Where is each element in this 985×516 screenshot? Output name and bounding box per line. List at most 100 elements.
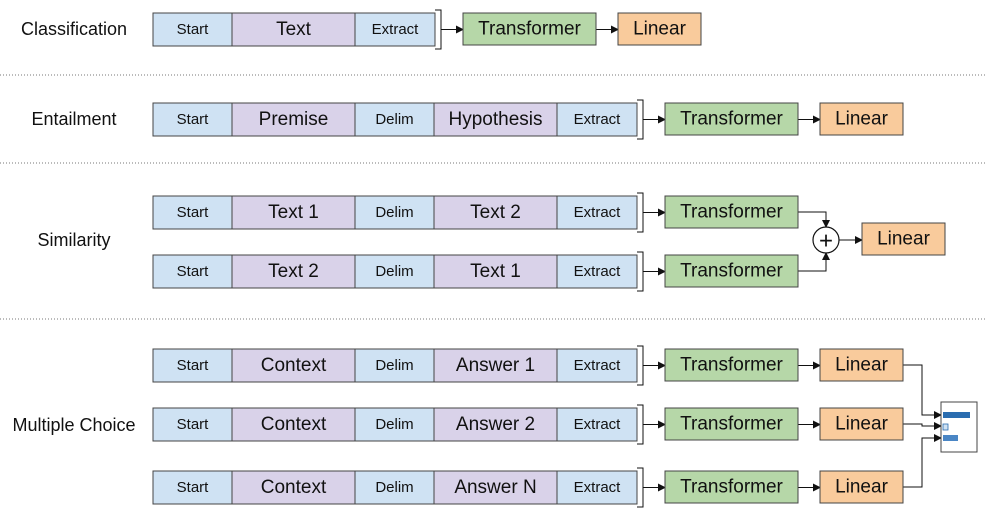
token-label-text-1: Text 1 <box>470 261 521 282</box>
token-delim <box>354 470 435 505</box>
token-delim <box>354 102 435 137</box>
token-label-extract: Extract <box>574 204 622 221</box>
input-bracket <box>637 467 644 508</box>
token-start <box>152 254 233 289</box>
arrow-to-output <box>903 364 942 419</box>
token-label-delim: Delim <box>375 263 413 280</box>
output-bar <box>943 412 970 418</box>
token-label-answer-n: Answer N <box>454 477 536 498</box>
token-label-context: Context <box>261 355 327 376</box>
token-label-text-2: Text 2 <box>268 261 319 282</box>
token-label-start: Start <box>177 21 210 38</box>
transformer-label: Transformer <box>680 109 783 130</box>
token-delim <box>354 407 435 442</box>
token-label-delim: Delim <box>375 111 413 128</box>
token-label-extract: Extract <box>574 357 622 374</box>
linear-box <box>819 102 904 136</box>
token-text-2 <box>231 254 356 289</box>
token-label-hypothesis: Hypothesis <box>449 109 543 130</box>
sum-circle <box>812 226 840 254</box>
transformer-box <box>664 195 799 229</box>
transformer-label: Transformer <box>478 19 581 40</box>
token-start <box>152 470 233 505</box>
token-context <box>231 470 356 505</box>
linear-box <box>861 222 946 256</box>
token-label-context: Context <box>261 414 327 435</box>
transformer-label: Transformer <box>680 355 783 376</box>
input-bracket <box>637 345 644 386</box>
boxes <box>152 12 978 505</box>
arrow-to-output <box>903 422 942 430</box>
transformer-label: Transformer <box>680 414 783 435</box>
token-label-extract: Extract <box>574 479 622 496</box>
output-bar <box>942 423 949 431</box>
token-context <box>231 407 356 442</box>
transformer-box <box>664 470 799 504</box>
token-answer-2 <box>433 407 558 442</box>
transformer-box <box>664 254 799 288</box>
token-label-extract: Extract <box>372 21 420 38</box>
token-label-answer-1: Answer 1 <box>456 355 535 376</box>
token-label-text-1: Text 1 <box>268 202 319 223</box>
input-bracket <box>637 251 644 292</box>
token-text-1 <box>231 195 356 230</box>
linear-box <box>819 348 904 382</box>
transformer-label: Transformer <box>680 261 783 282</box>
token-extract <box>556 407 638 442</box>
token-label-start: Start <box>177 479 210 496</box>
linear-label: Linear <box>835 414 888 435</box>
token-label-delim: Delim <box>375 479 413 496</box>
linear-label: Linear <box>633 19 686 40</box>
token-extract <box>354 12 436 47</box>
token-extract <box>556 348 638 383</box>
token-start <box>152 407 233 442</box>
token-hypothesis <box>433 102 558 137</box>
merge-line-top <box>798 211 830 228</box>
token-extract <box>556 195 638 230</box>
linear-label: Linear <box>835 477 888 498</box>
token-label-answer-2: Answer 2 <box>456 414 535 435</box>
transformer-label: Transformer <box>680 202 783 223</box>
token-label-extract: Extract <box>574 416 622 433</box>
linear-label: Linear <box>877 229 930 250</box>
token-text-2 <box>433 195 558 230</box>
token-answer-1 <box>433 348 558 383</box>
token-start <box>152 195 233 230</box>
connectors <box>435 9 942 508</box>
input-bracket <box>637 192 644 233</box>
separators <box>0 74 985 320</box>
token-label-context: Context <box>261 477 327 498</box>
transformer-label: Transformer <box>680 477 783 498</box>
token-label-start: Start <box>177 357 210 374</box>
arrow-to-output <box>903 434 942 488</box>
task-label-classification: Classification <box>21 19 127 39</box>
token-label-extract: Extract <box>574 111 622 128</box>
token-label-start: Start <box>177 111 210 128</box>
token-label-delim: Delim <box>375 416 413 433</box>
token-label-delim: Delim <box>375 204 413 221</box>
transformer-box <box>664 348 799 382</box>
token-answer-n <box>433 470 558 505</box>
token-label-start: Start <box>177 416 210 433</box>
token-label-start: Start <box>177 204 210 221</box>
token-label-extract: Extract <box>574 263 622 280</box>
task-label-multiple-choice: Multiple Choice <box>12 415 135 435</box>
transformer-box <box>664 407 799 441</box>
token-delim <box>354 195 435 230</box>
linear-label: Linear <box>835 109 888 130</box>
token-premise <box>231 102 356 137</box>
token-extract <box>556 470 638 505</box>
token-extract <box>556 102 638 137</box>
token-label-delim: Delim <box>375 357 413 374</box>
linear-label: Linear <box>835 355 888 376</box>
linear-box <box>819 470 904 504</box>
output-bar <box>943 435 958 441</box>
transformer-box <box>664 102 799 136</box>
linear-box <box>617 12 702 46</box>
token-context <box>231 348 356 383</box>
task-label-entailment: Entailment <box>31 109 116 129</box>
input-bracket <box>435 9 442 50</box>
input-bracket <box>637 99 644 140</box>
